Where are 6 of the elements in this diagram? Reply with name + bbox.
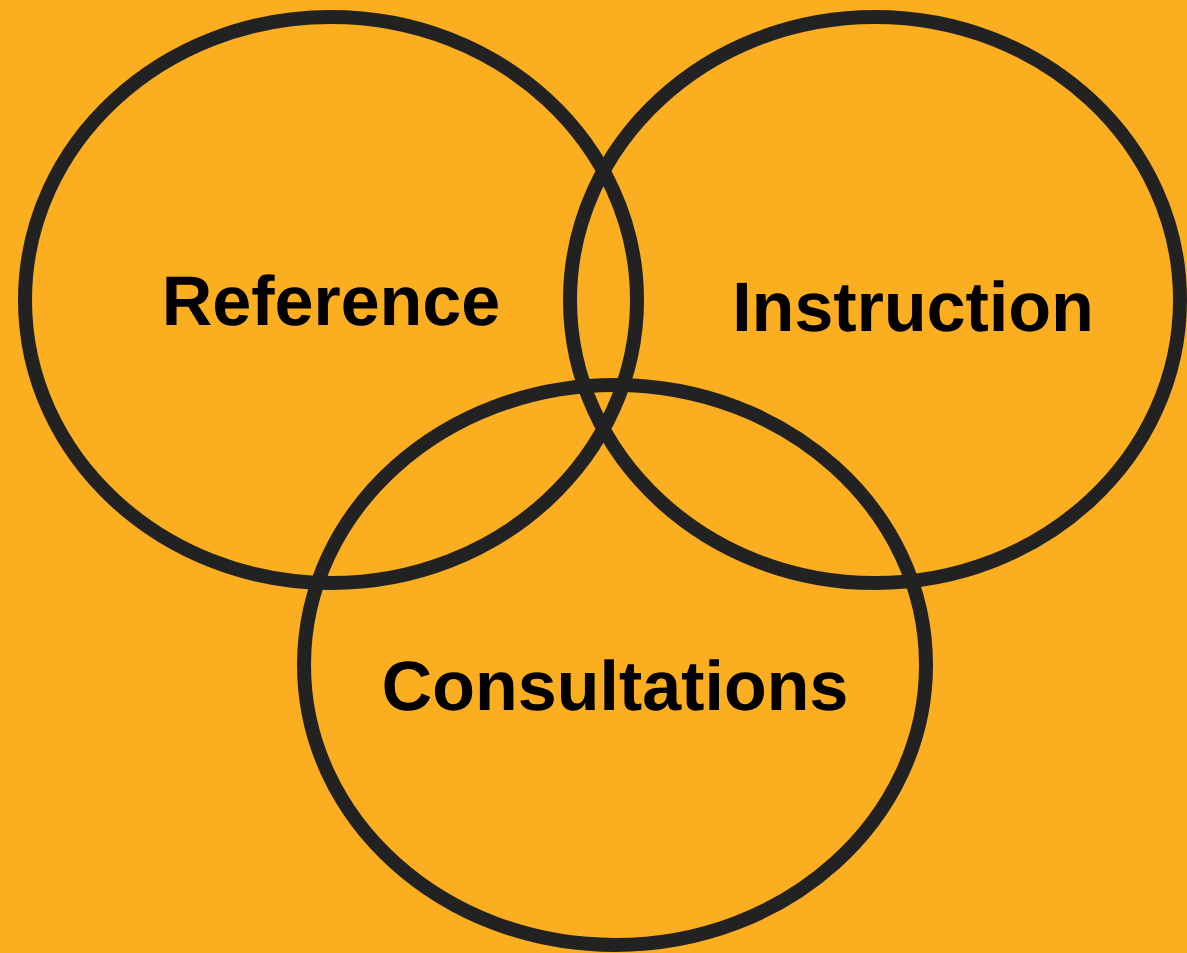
venn-label: Reference — [166, 274, 498, 326]
venn-label: Consultations — [384, 659, 846, 711]
venn-label: Instruction — [736, 280, 1090, 332]
venn-ellipse — [563, 10, 1187, 590]
venn-ellipse — [297, 378, 933, 952]
venn-ellipse — [18, 10, 644, 590]
